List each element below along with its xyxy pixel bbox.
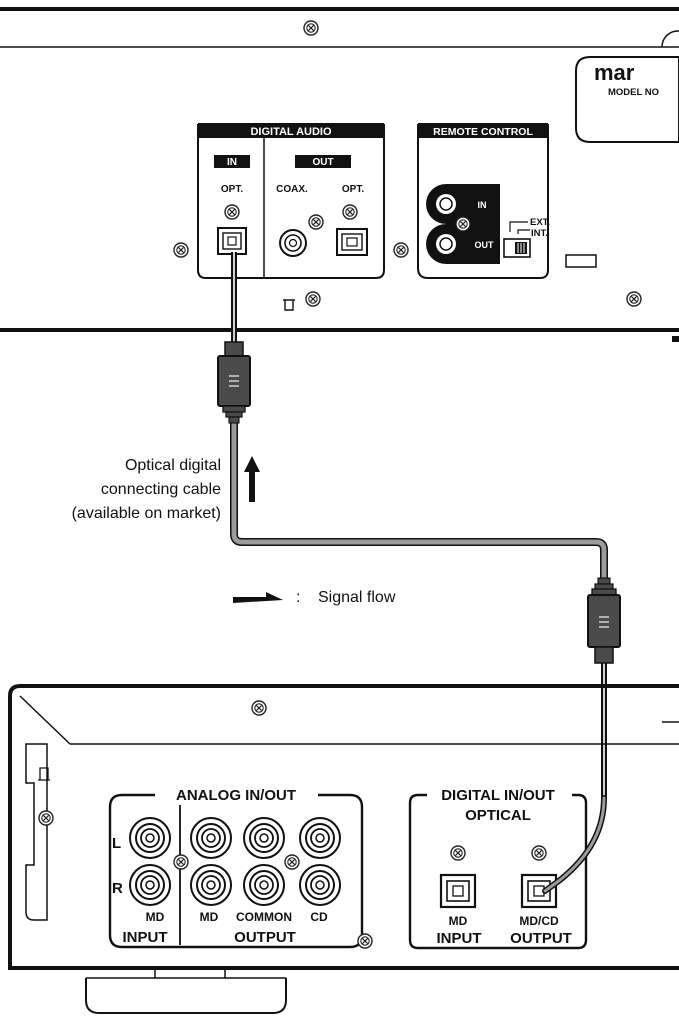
screw-icon xyxy=(224,204,240,220)
signal-flow-arrow-icon xyxy=(244,456,260,502)
in-opt-label: OPT. xyxy=(221,184,243,195)
md-input-label: MD xyxy=(146,910,165,924)
remote-out-label: OUT xyxy=(475,240,495,250)
remote-in-label: IN xyxy=(478,200,487,210)
remote-control-panel: REMOTE CONTROL IN OUT EXT. INT. xyxy=(417,123,550,279)
digital-audio-header: DIGITAL AUDIO xyxy=(250,126,332,138)
digital-inout-header: DIGITAL IN/OUT xyxy=(441,787,555,804)
analog-header: ANALOG IN/OUT xyxy=(176,787,296,804)
screw-icon xyxy=(173,854,189,870)
screw-icon xyxy=(173,242,189,258)
legend-arrow-icon xyxy=(233,592,283,603)
vent-slot xyxy=(565,254,597,268)
coax-out-jack[interactable] xyxy=(279,229,307,257)
knob-edge xyxy=(661,30,679,48)
screw-icon xyxy=(251,700,267,716)
md-input-l-jack[interactable] xyxy=(129,817,171,859)
analog-panel: ANALOG IN/OUT L R MD MD COMMON CD INPUT … xyxy=(108,787,364,949)
legend-signal-flow: Signal flow xyxy=(318,589,396,606)
screw-icon xyxy=(393,242,409,258)
out-badge: OUT xyxy=(312,157,333,168)
digital-md-label: MD xyxy=(449,914,468,928)
digital-output-label: OUTPUT xyxy=(510,930,572,947)
cd-output-l-jack[interactable] xyxy=(299,817,341,859)
row-r-label: R xyxy=(112,880,123,897)
in-badge: IN xyxy=(227,157,237,168)
model-number-label: MODEL NO xyxy=(608,87,659,98)
screw-icon xyxy=(357,933,373,949)
digital-inout-panel: DIGITAL IN/OUT OPTICAL MD MD/CD INPUT OU… xyxy=(408,787,588,950)
common-output-l-jack[interactable] xyxy=(243,817,285,859)
screw-icon xyxy=(38,810,54,826)
analog-output-label: OUTPUT xyxy=(234,929,296,946)
side-bracket xyxy=(25,743,48,921)
cable-plug-upper xyxy=(217,341,251,424)
cable-desc-line-3: (available on market) xyxy=(72,505,221,522)
analog-input-label: INPUT xyxy=(123,929,168,946)
cd-output-label: CD xyxy=(310,910,328,924)
digital-input-label: INPUT xyxy=(437,930,482,947)
screw-icon xyxy=(284,854,300,870)
remote-in-jack[interactable] xyxy=(426,184,500,224)
md-output-r-jack[interactable] xyxy=(190,864,232,906)
top-unit: mar MODEL NO DIGITAL AUDIO IN OUT OPT. C… xyxy=(0,7,679,342)
md-optical-input-jack[interactable] xyxy=(439,873,477,909)
out-coax-label: COAX. xyxy=(276,184,308,195)
remote-out-jack[interactable] xyxy=(426,224,500,264)
md-input-r-jack[interactable] xyxy=(129,864,171,906)
legend-colon: : xyxy=(296,589,300,606)
digital-mdcd-label: MD/CD xyxy=(519,914,559,928)
cable-desc-line-1: Optical digital xyxy=(125,457,221,474)
screw-icon xyxy=(342,204,358,220)
cable-desc-line-2: connecting cable xyxy=(101,481,221,498)
model-plate xyxy=(575,56,679,143)
md-output-l-jack[interactable] xyxy=(190,817,232,859)
ground-terminal-icon xyxy=(283,299,295,311)
screw-icon xyxy=(455,216,471,232)
md-output-label: MD xyxy=(200,910,219,924)
ext-int-switch[interactable] xyxy=(503,238,531,258)
optical-cable xyxy=(217,252,621,798)
row-l-label: L xyxy=(112,835,121,852)
remote-control-header: REMOTE CONTROL xyxy=(433,126,533,138)
cable-plug-lower xyxy=(587,577,621,664)
ext-label: EXT. xyxy=(530,217,550,228)
cable-description: Optical digital connecting cable (availa… xyxy=(72,457,222,522)
screw-icon xyxy=(450,845,466,861)
out-opt-label: OPT. xyxy=(342,184,364,195)
common-output-label: COMMON xyxy=(236,910,292,924)
int-label: INT. xyxy=(531,228,548,239)
screw-icon xyxy=(303,20,319,36)
screw-icon xyxy=(305,291,321,307)
optical-out-jack[interactable] xyxy=(336,228,368,256)
digital-audio-panel: DIGITAL AUDIO IN OUT OPT. COAX. OPT. xyxy=(197,123,385,279)
screw-icon xyxy=(531,845,547,861)
optical-subheader: OPTICAL xyxy=(465,807,531,824)
screw-icon xyxy=(308,214,324,230)
foot-stand xyxy=(85,978,287,1014)
screw-icon xyxy=(626,291,642,307)
optical-in-jack[interactable] xyxy=(217,227,247,255)
bottom-unit: ANALOG IN/OUT L R MD MD COMMON CD INPUT … xyxy=(8,684,679,1014)
ground-terminal-icon xyxy=(38,767,50,781)
brand-logo: mar xyxy=(594,60,635,85)
cd-output-r-jack[interactable] xyxy=(299,864,341,906)
common-output-r-jack[interactable] xyxy=(243,864,285,906)
mdcd-optical-output-jack[interactable] xyxy=(520,873,558,909)
signal-flow-legend: : Signal flow xyxy=(233,589,396,606)
